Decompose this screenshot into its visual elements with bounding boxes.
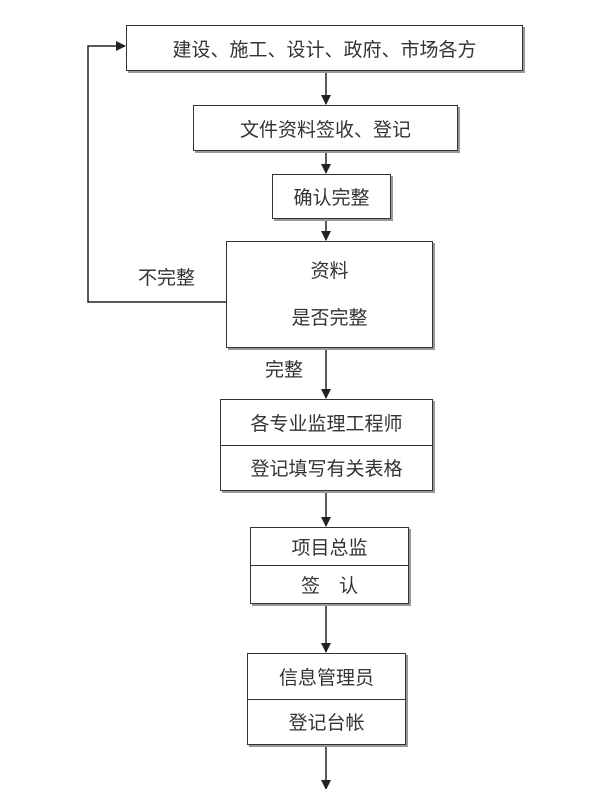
label-complete: 完整: [265, 359, 304, 381]
step-engineers: 各专业监理工程师 登记填写有关表格: [220, 399, 433, 491]
loop-back-arrow: [87, 41, 226, 303]
step-confirm-complete: 确认完整: [272, 174, 391, 219]
step-text: 签 认: [251, 565, 408, 603]
step-text: 登记填写有关表格: [221, 444, 432, 491]
decision-complete: 资料 是否完整: [226, 241, 433, 348]
step-text: 确认完整: [293, 187, 370, 209]
step-text: 项目总监: [291, 537, 368, 559]
step-receive-register: 文件资料签收、登记: [193, 105, 458, 151]
step-text: 各专业监理工程师: [250, 412, 403, 435]
step-text: 建设、施工、设计、政府、市场各方: [172, 38, 477, 61]
step-text: 文件资料签收、登记: [239, 118, 411, 141]
decision-text-1: 资料: [310, 259, 349, 282]
step-stakeholders: 建设、施工、设计、政府、市场各方: [126, 25, 523, 71]
decision-text-2: 是否完整: [291, 306, 368, 329]
step-text: 信息管理员: [278, 666, 374, 689]
step-text: 登记台帐: [248, 698, 405, 745]
label-incomplete: 不完整: [138, 267, 196, 289]
step-info-manager: 信息管理员 登记台帐: [247, 653, 406, 745]
step-chief-supervisor: 项目总监 签 认: [250, 527, 409, 604]
